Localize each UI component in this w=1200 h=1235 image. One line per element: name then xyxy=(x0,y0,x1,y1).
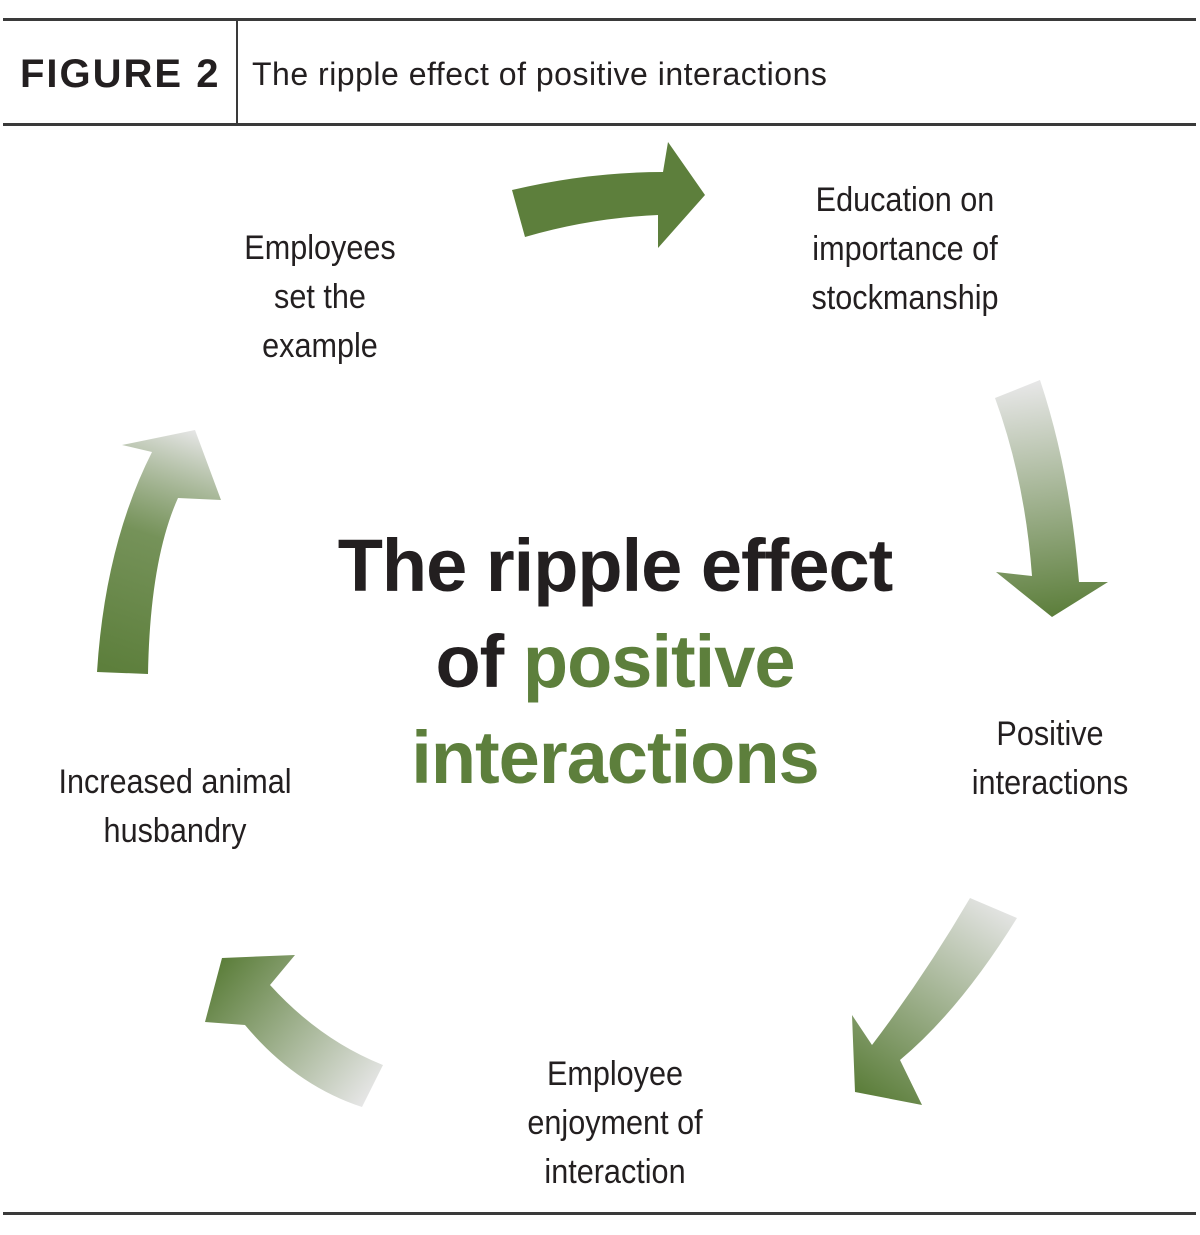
node-example-line: example xyxy=(262,327,378,365)
center-title: The ripple effect of positive interactio… xyxy=(300,518,930,806)
node-animal-husbandry: Increased animal husbandry xyxy=(36,758,315,856)
footer-rule xyxy=(3,1212,1196,1215)
node-employee-enjoyment: Employee enjoyment of interaction xyxy=(503,1050,728,1197)
node-husbandry-line: Increased animal xyxy=(58,763,292,801)
center-title-positive: positive xyxy=(522,620,796,703)
node-education-line: importance of xyxy=(812,230,998,268)
figure-label: FIGURE 2 xyxy=(20,52,221,96)
arrow-enjoyment-to-husbandry xyxy=(205,955,383,1107)
node-education: Education on importance of stockmanship xyxy=(793,176,1018,323)
node-enjoyment-line: enjoyment of xyxy=(527,1104,703,1142)
header-bottom-rule xyxy=(3,123,1196,126)
node-positive-line: Positive xyxy=(996,715,1104,753)
arrow-husbandry-to-employees xyxy=(97,430,221,674)
arrow-positive-to-enjoyment xyxy=(852,898,1017,1105)
node-education-line: Education on xyxy=(815,181,995,219)
header-top-rule xyxy=(3,18,1196,21)
node-employees-set-example: Employees set the example xyxy=(212,224,428,371)
node-positive-interactions: Positive interactions xyxy=(942,710,1158,808)
center-title-of: of xyxy=(435,620,504,703)
node-positive-line: interactions xyxy=(971,764,1129,802)
node-enjoyment-line: interaction xyxy=(544,1153,686,1191)
node-example-line: Employees xyxy=(244,229,396,267)
node-husbandry-line: husbandry xyxy=(103,812,247,850)
arrow-education-to-positive xyxy=(995,380,1108,617)
center-title-interactions: interactions xyxy=(411,716,819,799)
header-divider xyxy=(236,21,238,123)
node-enjoyment-line: Employee xyxy=(546,1055,684,1093)
node-education-line: stockmanship xyxy=(811,279,999,317)
node-example-line: set the xyxy=(274,278,366,316)
arrow-employees-to-education xyxy=(512,142,705,248)
center-title-line1: The ripple effect xyxy=(337,524,894,607)
figure-title: The ripple effect of positive interactio… xyxy=(252,56,828,92)
